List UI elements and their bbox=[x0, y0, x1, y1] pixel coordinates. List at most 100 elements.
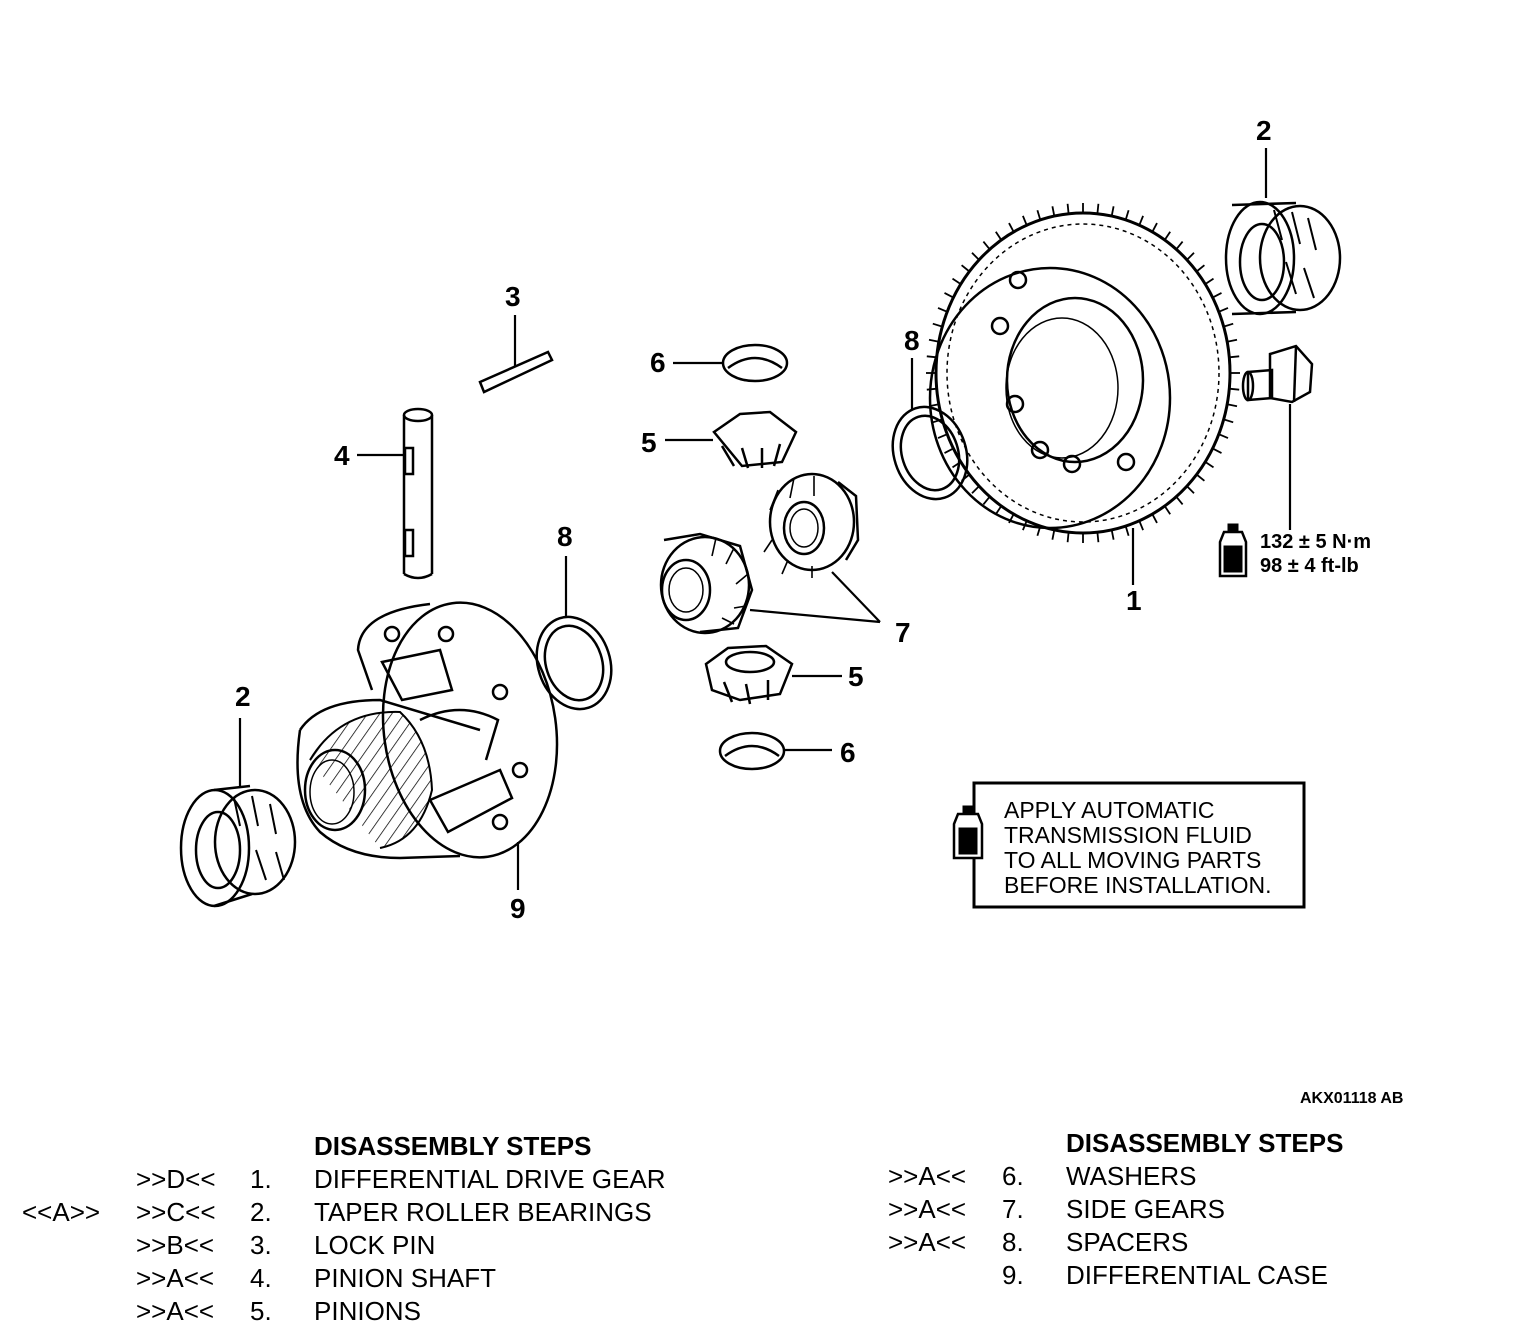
callout-2-left: 2 bbox=[235, 681, 251, 712]
gear-tooth bbox=[1051, 529, 1056, 540]
step-prereq: <<A>> bbox=[22, 1197, 101, 1227]
gear-tooth bbox=[1110, 529, 1115, 540]
step-number: 6. bbox=[1002, 1161, 1024, 1191]
step-text: SPACERS bbox=[1066, 1227, 1189, 1257]
gear-tooth bbox=[1196, 473, 1205, 482]
step-text: DIFFERENTIAL CASE bbox=[1066, 1260, 1328, 1290]
side-gear-upper bbox=[763, 472, 860, 578]
callout-5-bottom: 5 bbox=[848, 661, 864, 692]
gear-tooth bbox=[1124, 210, 1130, 221]
gear-tooth bbox=[1008, 222, 1015, 233]
spacer-right bbox=[891, 405, 969, 501]
gear-tooth bbox=[1151, 513, 1158, 524]
gear-tooth bbox=[1008, 513, 1015, 524]
callout-2-right: 2 bbox=[1256, 115, 1272, 146]
step-number: 8. bbox=[1002, 1227, 1024, 1257]
gear-tooth bbox=[932, 322, 943, 328]
taper-roller-bearing-right bbox=[1224, 200, 1342, 316]
gear-tooth bbox=[1204, 461, 1214, 469]
gear-tooth bbox=[1096, 203, 1100, 214]
gear-tooth bbox=[1218, 307, 1229, 313]
steps-heading-right: DISASSEMBLY STEPS bbox=[1066, 1128, 1344, 1158]
gear-tooth bbox=[1110, 206, 1115, 217]
callout-3: 3 bbox=[505, 281, 521, 312]
torque-imperial: 98 ± 4 ft-lb bbox=[1260, 555, 1359, 577]
atf-note-box: APPLY AUTOMATIC TRANSMISSION FLUID TO AL… bbox=[952, 781, 1306, 909]
step-text: PINIONS bbox=[314, 1296, 421, 1326]
step-ref: >>D<< bbox=[136, 1164, 216, 1194]
step-text: SIDE GEARS bbox=[1066, 1194, 1225, 1224]
gear-tooth bbox=[937, 433, 948, 439]
step-text: DIFFERENTIAL DRIVE GEAR bbox=[314, 1164, 666, 1194]
torque-metric: 132 ± 5 N·m bbox=[1260, 531, 1371, 553]
gear-tooth bbox=[944, 292, 954, 299]
washer-bottom bbox=[718, 731, 786, 771]
step-number: 1. bbox=[250, 1164, 272, 1194]
gear-bolt bbox=[1241, 344, 1314, 404]
step-ref: >>A<< bbox=[888, 1194, 967, 1224]
disassembly-steps-right: DISASSEMBLY STEPS >>A<< 6. WASHERS >>A<<… bbox=[860, 1127, 1520, 1307]
gear-tooth bbox=[1186, 485, 1195, 494]
callout-6-top: 6 bbox=[650, 347, 666, 378]
gear-tooth bbox=[1212, 447, 1222, 454]
gear-tooth bbox=[1022, 520, 1028, 531]
gear-tooth bbox=[1163, 505, 1171, 515]
step-text: LOCK PIN bbox=[314, 1230, 436, 1260]
callout-1: 1 bbox=[1126, 585, 1142, 616]
callout-8-left: 8 bbox=[557, 521, 573, 552]
gear-tooth bbox=[971, 252, 980, 261]
step-number: 9. bbox=[1002, 1260, 1024, 1290]
gear-tooth bbox=[1051, 206, 1056, 217]
gear-tooth bbox=[961, 264, 970, 273]
note-line-1: APPLY AUTOMATIC bbox=[1004, 797, 1214, 823]
fluid-bottle-icon bbox=[1218, 523, 1248, 578]
gear-tooth bbox=[1227, 338, 1238, 343]
exploded-view-diagram: 1 2 3 4 5 5 6 6 7 8 8 2 9 132 ± 5 N·m 98… bbox=[179, 115, 1371, 924]
gear-tooth bbox=[928, 403, 939, 408]
gear-tooth bbox=[944, 447, 954, 454]
steps-heading-left: DISASSEMBLY STEPS bbox=[314, 1131, 592, 1161]
gear-tooth bbox=[1022, 215, 1028, 226]
gear-tooth bbox=[926, 387, 937, 391]
step-ref: >>A<< bbox=[888, 1161, 967, 1191]
gear-tooth bbox=[1066, 532, 1070, 543]
step-number: 5. bbox=[250, 1296, 272, 1326]
gear-tooth bbox=[1229, 355, 1240, 359]
spacer-left bbox=[535, 615, 613, 711]
gear-tooth bbox=[1138, 215, 1144, 226]
gear-tooth bbox=[1151, 222, 1158, 233]
step-number: 3. bbox=[250, 1230, 272, 1260]
callout-7: 7 bbox=[895, 617, 911, 648]
gear-tooth bbox=[1138, 520, 1144, 531]
lock-pin bbox=[478, 350, 554, 394]
gear-tooth bbox=[1227, 403, 1238, 408]
callout-4: 4 bbox=[334, 440, 350, 471]
step-number: 2. bbox=[250, 1197, 272, 1227]
gear-tooth bbox=[1196, 264, 1205, 273]
step-ref: >>B<< bbox=[136, 1230, 215, 1260]
gear-tooth bbox=[1212, 292, 1222, 299]
gear-tooth bbox=[926, 355, 937, 359]
step-ref: >>A<< bbox=[136, 1296, 215, 1326]
step-ref: >>C<< bbox=[136, 1197, 216, 1227]
fluid-bottle-icon bbox=[952, 805, 984, 860]
gear-tooth bbox=[1204, 277, 1214, 285]
pinion-top bbox=[712, 410, 798, 469]
callout-9: 9 bbox=[510, 893, 526, 924]
differential-case bbox=[296, 601, 559, 860]
gear-tooth bbox=[937, 307, 948, 313]
step-text: PINION SHAFT bbox=[314, 1263, 497, 1293]
step-number: 7. bbox=[1002, 1194, 1024, 1224]
step-number: 4. bbox=[250, 1263, 272, 1293]
note-line-3: TO ALL MOVING PARTS bbox=[1004, 847, 1261, 873]
gear-tooth bbox=[1186, 252, 1195, 261]
step-ref: >>A<< bbox=[136, 1263, 215, 1293]
gear-tooth bbox=[1066, 203, 1070, 214]
pinion-shaft bbox=[402, 407, 434, 580]
step-text: TAPER ROLLER BEARINGS bbox=[314, 1197, 652, 1227]
differential-drive-gear bbox=[926, 203, 1240, 543]
washer-top bbox=[721, 343, 789, 383]
disassembly-steps-left: DISASSEMBLY STEPS >>D<< 1. DIFFERENTIAL … bbox=[0, 1130, 760, 1344]
gear-tooth bbox=[1036, 525, 1042, 536]
pinion-bottom bbox=[704, 644, 794, 705]
